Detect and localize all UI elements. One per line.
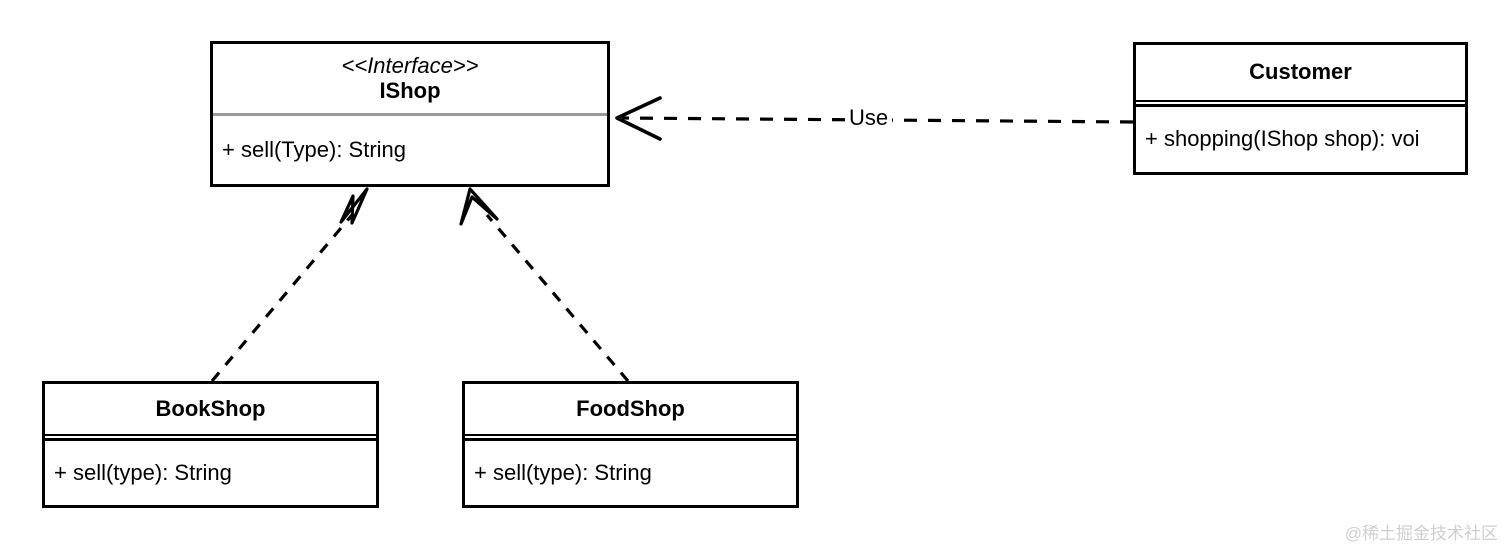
class-name-bookshop: BookShop [155, 395, 266, 421]
class-box-ishop[interactable]: <<Interface>> IShop + sell(Type): String [210, 41, 610, 187]
edge-bookshop-realizes-ishop [210, 187, 369, 383]
class-stereotype-ishop: <<Interface>> [341, 52, 479, 78]
section-divider-bookshop [45, 434, 376, 441]
edge-customer-uses-ishop [615, 96, 1134, 141]
class-header-ishop: <<Interface>> IShop [213, 44, 607, 113]
class-header-customer: Customer [1136, 45, 1465, 100]
class-header-foodshop: FoodShop [465, 384, 796, 434]
class-members-foodshop: + sell(type): String [465, 441, 796, 505]
class-box-foodshop[interactable]: FoodShop + sell(type): String [462, 381, 799, 508]
hollow-triangle-arrowhead [339, 187, 369, 225]
section-divider-customer [1136, 100, 1465, 107]
edge-foodshop-realizes-ishop [459, 187, 630, 383]
class-name-ishop: IShop [379, 77, 441, 103]
class-name-customer: Customer [1249, 59, 1352, 85]
class-members-ishop: + sell(Type): String [213, 116, 607, 184]
hollow-triangle-arrowhead [459, 187, 499, 226]
section-divider-ishop [213, 113, 607, 116]
member-bookshop-sell: + sell(type): String [54, 459, 232, 485]
class-box-bookshop[interactable]: BookShop + sell(type): String [42, 381, 379, 508]
section-divider-foodshop [465, 434, 796, 441]
edge-label-use: Use [845, 105, 893, 131]
watermark: @稀土掘金技术社区 [1344, 524, 1498, 543]
class-name-foodshop: FoodShop [576, 395, 685, 421]
class-members-customer: + shopping(IShop shop): voi [1136, 107, 1465, 172]
open-v-arrowhead [615, 96, 662, 141]
class-header-bookshop: BookShop [45, 384, 376, 434]
member-ishop-sell: + sell(Type): String [222, 136, 407, 162]
realization-dashed-line [485, 213, 630, 383]
member-foodshop-sell: + sell(type): String [474, 459, 652, 485]
class-box-customer[interactable]: Customer + shopping(IShop shop): voi [1133, 42, 1468, 175]
member-customer-shopping: + shopping(IShop shop): voi [1145, 126, 1420, 152]
realization-dashed-line [210, 213, 354, 383]
class-members-bookshop: + sell(type): String [45, 441, 376, 505]
